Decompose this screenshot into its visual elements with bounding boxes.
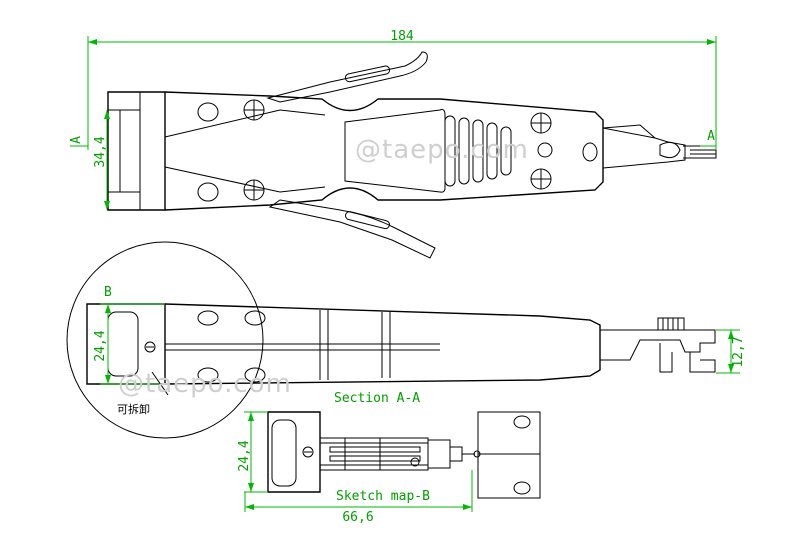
head-height-label: 34,4: [93, 136, 108, 167]
screw-icon: [243, 179, 265, 201]
right-tip: [602, 127, 686, 169]
svg-text:66,6: 66,6: [342, 510, 373, 525]
hole: [537, 142, 553, 158]
dimension-head-height-top: 34,4: [93, 110, 110, 210]
sketch-view: [267, 411, 541, 499]
section-body: [164, 303, 601, 385]
vent-slots: [444, 115, 512, 187]
hole: [582, 142, 598, 162]
svg-text:12,7: 12,7: [731, 336, 746, 367]
body-outline: [164, 91, 604, 211]
lower-blade: [268, 199, 436, 259]
inner-panel: [344, 109, 446, 193]
section-marker-right: A: [700, 129, 716, 147]
sketch-cap: [477, 411, 541, 499]
svg-text:A: A: [69, 136, 84, 144]
screw-icon: [243, 99, 265, 121]
head-step: [107, 92, 121, 193]
upper-hook-blade: [266, 51, 428, 103]
sketch-body: [320, 437, 429, 471]
detail-label: B: [104, 285, 112, 300]
svg-text:24,4: 24,4: [93, 330, 108, 361]
watermark: @taepo.com: [118, 369, 292, 399]
dimension-blade-height: 12,7: [716, 329, 746, 374]
top-view: [107, 51, 717, 259]
dimension-detail-length: 66,6: [244, 470, 473, 525]
hole: [197, 182, 219, 202]
hole: [197, 102, 219, 122]
sketch-title: Sketch map-B: [336, 489, 430, 504]
knurled-knob: [657, 317, 685, 331]
svg-text:A: A: [707, 129, 715, 144]
section-title: Section A-A: [334, 391, 420, 406]
screw-icon: [530, 112, 552, 134]
section-marker-left: A: [69, 136, 88, 147]
detail-circle: [66, 241, 264, 439]
section-blade: [600, 329, 716, 361]
screw-icon: [530, 168, 552, 190]
sketch-head: [267, 411, 321, 493]
dimension-detail-height: 24,4: [237, 411, 268, 493]
dimension-head-height-section: 24,4: [93, 303, 165, 385]
watermark: @taepo.com: [355, 135, 529, 165]
svg-text:24,4: 24,4: [237, 440, 252, 471]
section-view: [66, 241, 716, 439]
dimension-total-length: 184: [87, 29, 717, 150]
removable-note: 可拆卸: [117, 402, 150, 416]
length-label: 184: [390, 29, 414, 44]
